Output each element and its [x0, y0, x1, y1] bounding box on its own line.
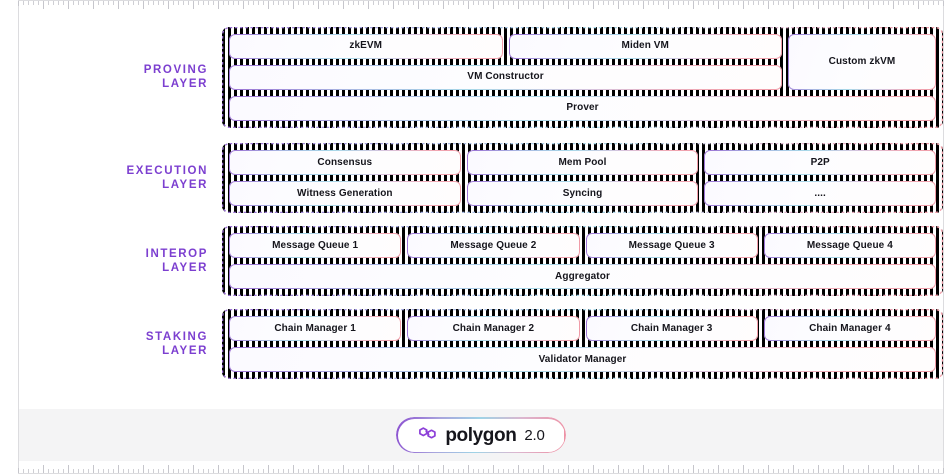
component-label: Message Queue 4 [806, 239, 893, 251]
ruler-top-major-ticks [18, 1, 944, 9]
component-label: Syncing [562, 187, 603, 199]
ruler-top [0, 0, 950, 13]
component-vm-constructor[interactable]: VM Constructor [229, 64, 782, 90]
component-label: Message Queue 3 [628, 239, 715, 251]
component-prover[interactable]: Prover [229, 95, 936, 121]
proving-row-2: VM Constructor [229, 64, 782, 90]
component-label: zkEVM [349, 40, 383, 52]
proving-main-column: zkEVM Miden VM [229, 33, 782, 90]
component-label: .... [814, 187, 826, 199]
layer-grid-execution: Consensus Mem Pool P2P [229, 150, 937, 206]
proving-row-3: Prover [229, 95, 936, 121]
ruler-bottom-major-ticks [18, 465, 944, 473]
layer-row-proving: PROVING LAYER zkEVM [19, 26, 943, 128]
interop-row-2: Aggregator [229, 264, 936, 289]
component-p2p[interactable]: P2P [704, 150, 937, 175]
component-aggregator[interactable]: Aggregator [229, 264, 936, 289]
component-more-ellipsis[interactable]: .... [704, 181, 937, 206]
layer-label-staking: STAKING LAYER [145, 331, 208, 357]
proving-row-1: zkEVM Miden VM [229, 33, 782, 59]
component-consensus[interactable]: Consensus [229, 150, 461, 175]
component-label: Chain Manager 2 [452, 322, 535, 334]
layer-grid-staking: Chain Manager 1 Chain Manager 2 Chain Ma… [229, 316, 936, 372]
component-label: Custom zkVM [828, 55, 896, 67]
component-chain-manager-3[interactable]: Chain Manager 3 [585, 316, 758, 341]
ruler-bottom-ticks [18, 461, 944, 474]
layer-row-execution: EXECUTION LAYER Consensus Mem Pool [19, 138, 943, 218]
diagram-stage: PROVING LAYER zkEVM [19, 13, 943, 461]
component-label: Aggregator [555, 270, 610, 282]
layer-grid-proving: zkEVM Miden VM [229, 33, 936, 121]
layer-row-staking: STAKING LAYER Chain Manager 1 Chain Mana… [19, 304, 943, 384]
component-syncing[interactable]: Syncing [466, 181, 699, 206]
polygon-logo-pill[interactable]: polygon 2.0 [396, 417, 566, 453]
layer-container-staking: Chain Manager 1 Chain Manager 2 Chain Ma… [222, 309, 943, 379]
component-label: Chain Manager 4 [809, 322, 891, 334]
component-label: Validator Manager [538, 353, 627, 365]
execution-row-1: Consensus Mem Pool P2P [229, 150, 937, 175]
polygon-version-label: 2.0 [524, 426, 545, 444]
layer-label-execution: EXECUTION LAYER [126, 165, 208, 191]
component-label: Chain Manager 1 [274, 322, 356, 334]
layer-container-proving: zkEVM Miden VM [222, 26, 943, 128]
component-mem-pool[interactable]: Mem Pool [466, 150, 699, 175]
ruler-bottom [0, 461, 950, 474]
staking-row-2: Validator Manager [229, 347, 936, 372]
component-label: Message Queue 2 [450, 239, 537, 251]
component-message-queue-4[interactable]: Message Queue 4 [763, 233, 936, 258]
component-chain-manager-1[interactable]: Chain Manager 1 [229, 316, 402, 341]
footer-band: polygon 2.0 [19, 409, 943, 461]
layer-row-interop: INTEROP LAYER Message Queue 1 Message Qu… [19, 221, 943, 301]
component-zkevm[interactable]: zkEVM [229, 33, 503, 59]
component-label: VM Constructor [467, 71, 544, 83]
layer-container-interop: Message Queue 1 Message Queue 2 Message … [222, 226, 943, 296]
interop-row-1: Message Queue 1 Message Queue 2 Message … [229, 233, 936, 258]
ruler-top-ticks [18, 0, 944, 13]
component-label: Mem Pool [558, 156, 607, 168]
component-chain-manager-2[interactable]: Chain Manager 2 [407, 316, 580, 341]
component-message-queue-1[interactable]: Message Queue 1 [229, 233, 402, 258]
component-message-queue-3[interactable]: Message Queue 3 [585, 233, 758, 258]
proving-top-split: zkEVM Miden VM [229, 33, 936, 90]
component-label: Chain Manager 3 [630, 322, 713, 334]
component-custom-zkvm[interactable]: Custom zkVM [788, 33, 936, 90]
component-label: P2P [810, 156, 830, 168]
component-witness-generation[interactable]: Witness Generation [229, 181, 461, 206]
polygon-logo-icon [417, 423, 438, 448]
staking-row-1: Chain Manager 1 Chain Manager 2 Chain Ma… [229, 316, 936, 341]
canvas-edge-left [18, 6, 19, 468]
component-miden-vm[interactable]: Miden VM [508, 33, 782, 59]
component-label: Miden VM [621, 40, 669, 52]
proving-side-column: Custom zkVM [788, 33, 936, 90]
component-chain-manager-4[interactable]: Chain Manager 4 [763, 316, 936, 341]
layer-label-proving: PROVING LAYER [143, 64, 208, 90]
layer-label-interop: INTEROP LAYER [145, 248, 208, 274]
polygon-wordmark: polygon [445, 424, 517, 446]
component-label: Message Queue 1 [272, 239, 359, 251]
architecture-stack: PROVING LAYER zkEVM [19, 13, 943, 383]
component-label: Witness Generation [297, 187, 393, 199]
component-label: Consensus [317, 156, 373, 168]
layer-container-execution: Consensus Mem Pool P2P [222, 143, 943, 213]
execution-row-2: Witness Generation Syncing .... [229, 181, 937, 206]
component-message-queue-2[interactable]: Message Queue 2 [407, 233, 580, 258]
component-label: Prover [566, 102, 599, 114]
canvas-edge-right [943, 6, 944, 468]
component-validator-manager[interactable]: Validator Manager [229, 347, 936, 372]
layer-grid-interop: Message Queue 1 Message Queue 2 Message … [229, 233, 936, 289]
